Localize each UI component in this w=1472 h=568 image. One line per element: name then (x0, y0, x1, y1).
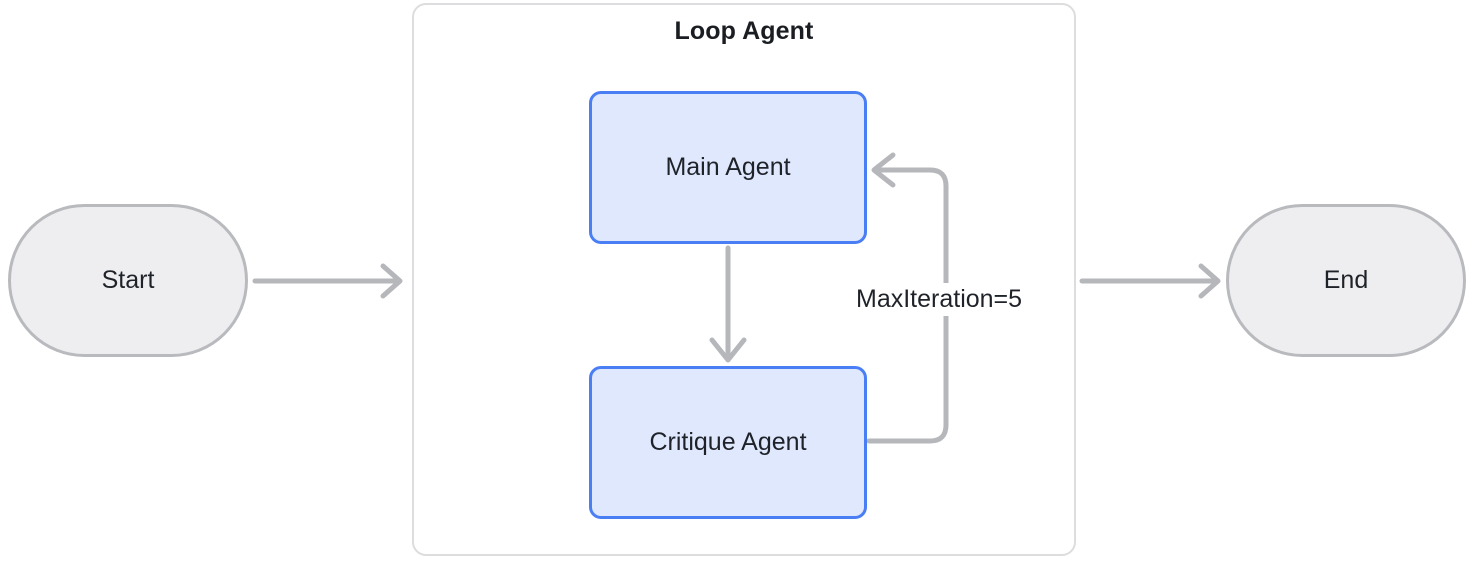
edge-loop-to-end (1079, 263, 1221, 299)
node-start-label: Start (101, 266, 155, 294)
node-critique-agent[interactable]: Critique Agent (589, 366, 867, 519)
node-main-agent-label: Main Agent (665, 153, 791, 181)
node-end-label: End (1323, 266, 1369, 294)
node-main-agent[interactable]: Main Agent (589, 91, 867, 244)
loop-agent-title: Loop Agent (674, 17, 814, 45)
node-critique-agent-label: Critique Agent (649, 428, 807, 456)
edge-start-to-loop (252, 263, 403, 299)
node-end[interactable]: End (1226, 204, 1466, 357)
node-start[interactable]: Start (8, 204, 248, 357)
edge-label-max-iteration: MaxIteration=5 (852, 283, 1027, 316)
